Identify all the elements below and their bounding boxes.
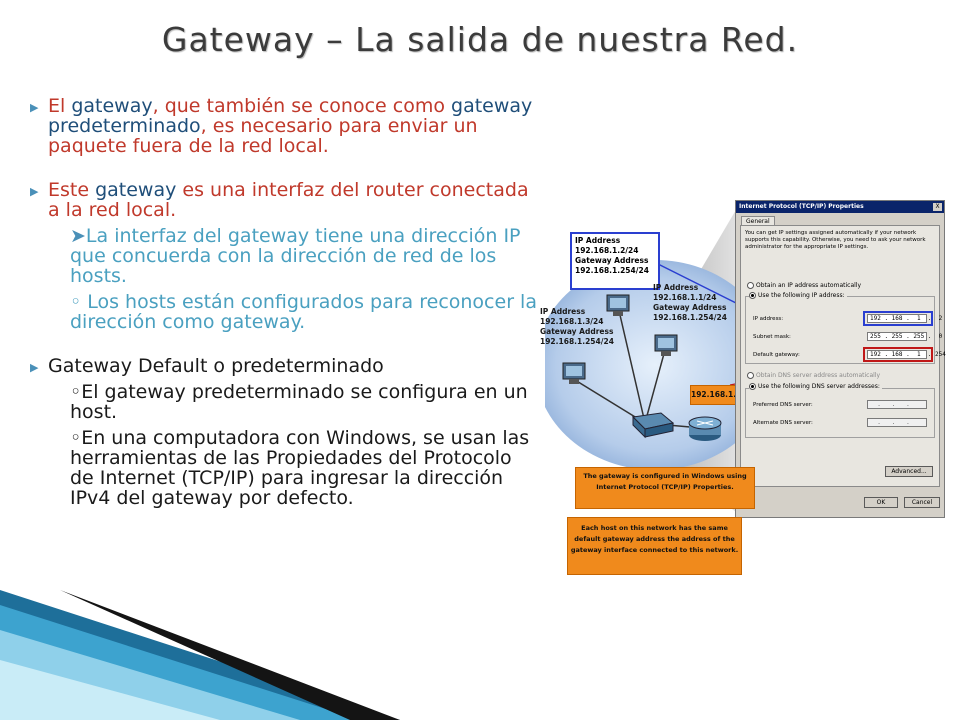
bullet-text: , es necesario para enviar un paquete fu… <box>48 115 478 157</box>
close-icon[interactable]: X <box>933 203 942 211</box>
alternate-dns-field[interactable]: . . . <box>867 418 927 427</box>
radio-manual-ip[interactable]: Use the following IP address: <box>749 292 847 299</box>
subnet-mask-field[interactable]: 255 . 255 . 255 . 0 <box>867 332 942 341</box>
network-diagram: IP Address 192.168.1.2/24 Gateway Addres… <box>540 195 950 585</box>
dns-fieldset <box>745 388 935 438</box>
dialog-title: Internet Protocol (TCP/IP) Properties <box>736 201 944 213</box>
preferred-dns-field[interactable]: . . . <box>867 400 927 409</box>
sub-bullet-windows-tcpip: ◦En una computadora con Windows, se usan… <box>70 427 530 509</box>
host2-address-label: IP Address 192.168.1.1/24 Gateway Addres… <box>653 283 727 322</box>
note-same-gateway: Each host on this network has the same d… <box>567 517 742 575</box>
host1-address-label: IP Address 192.168.1.2/24 Gateway Addres… <box>570 232 660 290</box>
router-icon <box>688 416 722 441</box>
switch-icon <box>631 412 675 439</box>
alternate-dns-label: Alternate DNS server: <box>753 420 813 426</box>
slide-body: ▶ El gateway, que también se conoce como… <box>30 96 540 532</box>
ip-address-field[interactable]: 192 . 168 . 1 . 2 <box>867 314 942 323</box>
cancel-button[interactable]: Cancel <box>904 497 940 508</box>
bullet-text: El <box>48 95 72 117</box>
subnet-mask-label: Subnet mask: <box>753 334 791 340</box>
bullet-keyword: gateway predeterminado <box>48 95 533 137</box>
bullet-text: Gateway Default o predeterminado <box>48 355 384 377</box>
bullet-text: Este <box>48 179 96 201</box>
slide-title: Gateway – La salida de nuestra Red. <box>161 20 799 59</box>
bullet-text: es una interfaz del router conectada a l… <box>48 179 529 221</box>
dialog-panel: You can get IP settings assigned automat… <box>740 225 946 487</box>
ok-button[interactable]: OK <box>864 497 898 508</box>
bullet-keyword: gateway <box>71 95 153 117</box>
decorative-swoosh <box>0 590 400 720</box>
lan-cloud <box>545 260 775 470</box>
default-gateway-field[interactable]: 192 . 168 . 1 . 254 <box>867 350 946 359</box>
sub-bullet-host-config: ◦El gateway predeterminado se configura … <box>70 381 528 423</box>
sub-bullet-interface-ip: ➤La interfaz del gateway tiene una direc… <box>70 225 521 287</box>
preferred-dns-label: Preferred DNS server: <box>753 402 813 408</box>
radio-auto-dns[interactable]: Obtain DNS server address automatically <box>747 372 880 379</box>
ip-highlight-box <box>863 311 933 326</box>
radio-manual-dns[interactable]: Use the following DNS server addresses: <box>749 383 882 390</box>
host-computer-icon <box>654 334 678 356</box>
ip-address-label: IP address: <box>753 316 784 322</box>
bullet-triangle-icon: ▶ <box>30 101 39 114</box>
network-diagram-graphics <box>545 203 846 515</box>
sub-bullet-hosts-configured: ◦ Los hosts están configurados para reco… <box>70 291 537 333</box>
dialog-description: You can get IP settings assigned automat… <box>745 230 926 250</box>
host-computer-icon <box>606 294 630 316</box>
radio-selected-icon <box>749 292 756 299</box>
host-computer-icon <box>562 362 586 384</box>
radio-icon <box>747 372 754 379</box>
bullet-keyword: gateway <box>95 179 177 201</box>
tab-general[interactable]: General <box>741 216 775 226</box>
radio-selected-icon <box>749 383 756 390</box>
radio-auto-ip[interactable]: Obtain an IP address automatically <box>747 282 861 289</box>
bullet-triangle-icon: ▶ <box>30 361 39 374</box>
note-windows-config: The gateway is configured in Windows usi… <box>575 467 755 509</box>
bullet-text: , que también se conoce como <box>152 95 452 117</box>
tcpip-properties-dialog: Internet Protocol (TCP/IP) Properties X … <box>735 200 946 518</box>
host3-address-label: IP Address 192.168.1.3/24 Gateway Addres… <box>540 307 614 346</box>
bullet-gateway-definition: ▶ El gateway, que también se conoce como… <box>30 96 540 156</box>
bullet-triangle-icon: ▶ <box>30 185 39 198</box>
radio-icon <box>747 282 754 289</box>
default-gateway-label: Default gateway: <box>753 352 800 358</box>
arrow-bullet-icon: ➤ <box>70 225 86 247</box>
bullet-gateway-interface: ▶ Este gateway es una interfaz del route… <box>30 180 540 332</box>
gateway-highlight-box <box>863 347 933 362</box>
bullet-gateway-default: ▶ Gateway Default o predeterminado ◦El g… <box>30 356 540 508</box>
advanced-button[interactable]: Advanced... <box>885 466 933 477</box>
